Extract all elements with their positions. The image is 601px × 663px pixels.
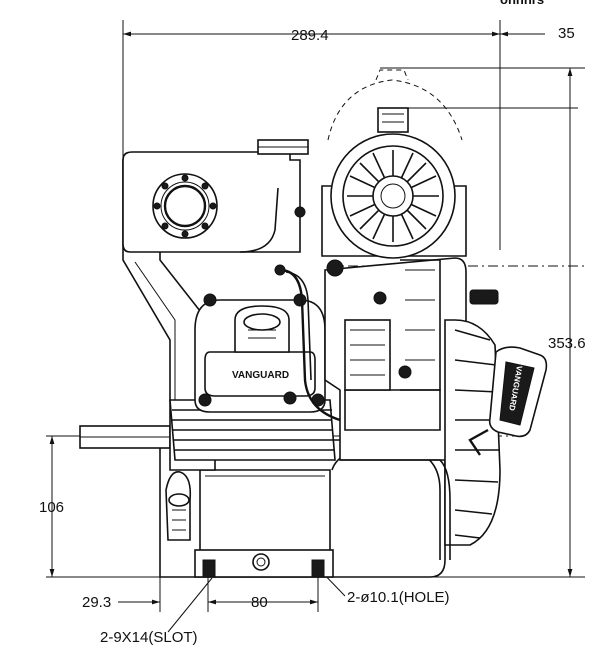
corner-text: onnnrs xyxy=(500,0,544,7)
engine-outline: VANGUARD xyxy=(79,69,548,578)
flywheel-fins xyxy=(454,329,499,539)
dim-mount-spacing: 80 xyxy=(251,594,268,611)
dim-right-offset: 35 xyxy=(558,25,575,42)
dim-hole-note: 2-ø10.1(HOLE) xyxy=(347,589,450,606)
valve-cover-brand: VANGUARD xyxy=(232,370,289,381)
dim-shaft-offset: 29.3 xyxy=(82,594,111,611)
dim-shaft-height: 106 xyxy=(39,499,64,516)
dim-overall-width: 289.4 xyxy=(291,27,329,44)
dim-slot-note: 2-9X14(SLOT) xyxy=(100,629,198,646)
dim-overall-height: 353.6 xyxy=(548,335,586,352)
flange-bolts xyxy=(153,174,217,238)
